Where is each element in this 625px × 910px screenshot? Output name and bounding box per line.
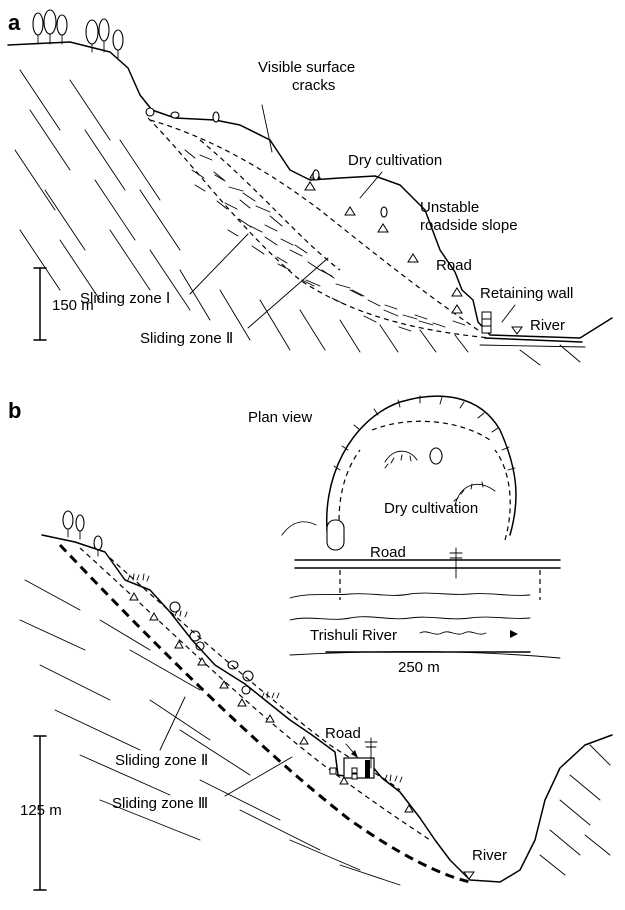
panel-b: b Plan view Dry cultivation Road [8,396,612,890]
scale-bar-b-label: 125 m [20,802,62,819]
cracks-leader [262,105,272,152]
sliding-zone-2-leader-b [160,697,185,750]
sliding-zone-3-leader-b [225,757,292,796]
road-label-a: Road [436,257,472,274]
road-label-b: Road [325,725,361,742]
plan-view-inset: Plan view Dry cultivation Road [248,396,560,676]
right-bank-hatching-b [540,745,610,875]
cracks-label-line1: Visible surface [258,59,355,76]
panel-a-label: a [8,10,21,35]
plan-scarp-outline [327,396,516,540]
cracks-label-line2: cracks [292,77,335,94]
panel-a: a [8,10,612,365]
retaining-wall-leader [502,305,515,322]
panel-b-label: b [8,398,21,423]
sliding-mass-hatching-a [185,150,465,331]
crest-trees-a [33,10,123,58]
crest-trees-b [63,511,253,694]
sliding-zone-3-surface [60,545,470,882]
plan-dry-cultivation-label: Dry cultivation [384,500,478,517]
retaining-wall-a [482,312,491,333]
sliding-zone-3-label-b: Sliding zone Ⅲ [112,795,208,812]
water-level-icon-a [512,327,522,334]
plan-river-label: Trishuli River [310,627,397,644]
unstable-slope-label-line2: roadside slope [420,217,518,234]
grass-tufts-b [128,574,402,782]
ground-surface-b [42,535,612,882]
dry-cultivation-label-a: Dry cultivation [348,152,442,169]
sliding-zone-1-leader-a [190,234,248,294]
debris-marks-a [305,170,462,313]
retaining-wall-label: Retaining wall [480,285,573,302]
plan-scale-label: 250 m [398,659,440,676]
unstable-slope-label-line1: Unstable [420,199,479,216]
plan-road-label: Road [370,544,406,561]
sliding-zone-2-label-b: Sliding zone Ⅱ [115,752,208,769]
river-label-b: River [472,847,507,864]
sliding-zone-2-label-a: Sliding zone Ⅱ [140,330,233,347]
sliding-zone-1-label-a: Sliding zone Ⅰ [80,290,170,307]
plan-view-title: Plan view [248,409,312,426]
river-label-a: River [530,317,565,334]
scale-bar-b: 125 m [20,736,62,890]
river-water-a [485,338,582,342]
debris-marks-b [130,593,413,812]
